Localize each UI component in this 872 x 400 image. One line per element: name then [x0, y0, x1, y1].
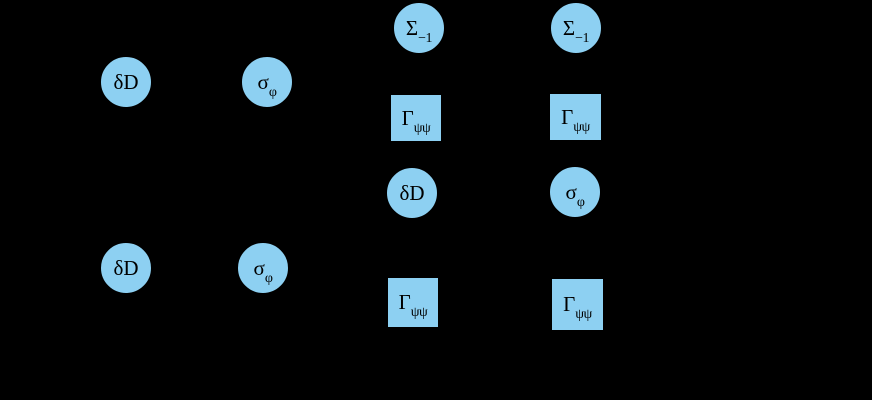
- node-label: σφ: [257, 69, 277, 99]
- node-gamma-psipsi-col4-top: Γψψ: [549, 93, 602, 141]
- node-label-sub: φ: [264, 270, 273, 286]
- node-label: δD: [113, 69, 139, 94]
- node-label-sub: φ: [268, 84, 277, 100]
- node-sigma-phi-left-top: σφ: [241, 56, 293, 108]
- node-label-main: Σ: [562, 15, 576, 40]
- node-label-sub: ψψ: [410, 305, 428, 320]
- node-delta-d-left-bottom: δD: [100, 242, 152, 294]
- node-sigma-minus1-col4: Σ−1: [550, 2, 602, 54]
- node-label-main: σ: [253, 255, 265, 280]
- node-delta-d-col3: δD: [386, 167, 438, 219]
- node-label: Γψψ: [401, 105, 431, 135]
- node-delta-d-left-top: δD: [100, 56, 152, 108]
- node-sigma-minus1-col3: Σ−1: [393, 2, 445, 54]
- node-label: Γψψ: [398, 290, 428, 320]
- node-label-sub: ψψ: [575, 307, 592, 322]
- node-label: Γψψ: [563, 292, 592, 322]
- node-sigma-phi-left-bottom: σφ: [237, 242, 289, 294]
- node-label-main: δD: [113, 69, 139, 94]
- node-label-main: σ: [565, 179, 577, 204]
- node-label-main: Γ: [563, 292, 576, 316]
- node-label: δD: [113, 255, 139, 280]
- node-label: σφ: [253, 255, 273, 285]
- node-label-sub: −1: [575, 30, 590, 46]
- node-label: Σ−1: [405, 15, 433, 45]
- node-label-sub: φ: [576, 194, 585, 210]
- node-label-sub: −1: [418, 30, 433, 46]
- node-label: σφ: [565, 179, 585, 209]
- node-gamma-psipsi-col3-top: Γψψ: [390, 94, 442, 142]
- node-label-sub: ψψ: [573, 119, 590, 135]
- node-label-main: δD: [399, 180, 425, 205]
- node-label-main: Γ: [401, 105, 414, 130]
- node-sigma-phi-col4: σφ: [549, 166, 601, 218]
- node-label-main: σ: [257, 69, 269, 94]
- node-label-main: Σ: [405, 15, 419, 40]
- node-label: Γψψ: [561, 104, 590, 134]
- node-gamma-psipsi-col3-bottom: Γψψ: [387, 277, 439, 328]
- node-label-sub: ψψ: [413, 120, 431, 136]
- node-label-main: Γ: [398, 290, 411, 314]
- node-label: Σ−1: [562, 15, 590, 45]
- node-label: δD: [399, 180, 425, 205]
- node-label-main: δD: [113, 255, 139, 280]
- node-gamma-psipsi-col4-bottom: Γψψ: [551, 278, 604, 331]
- node-label-main: Γ: [561, 104, 574, 129]
